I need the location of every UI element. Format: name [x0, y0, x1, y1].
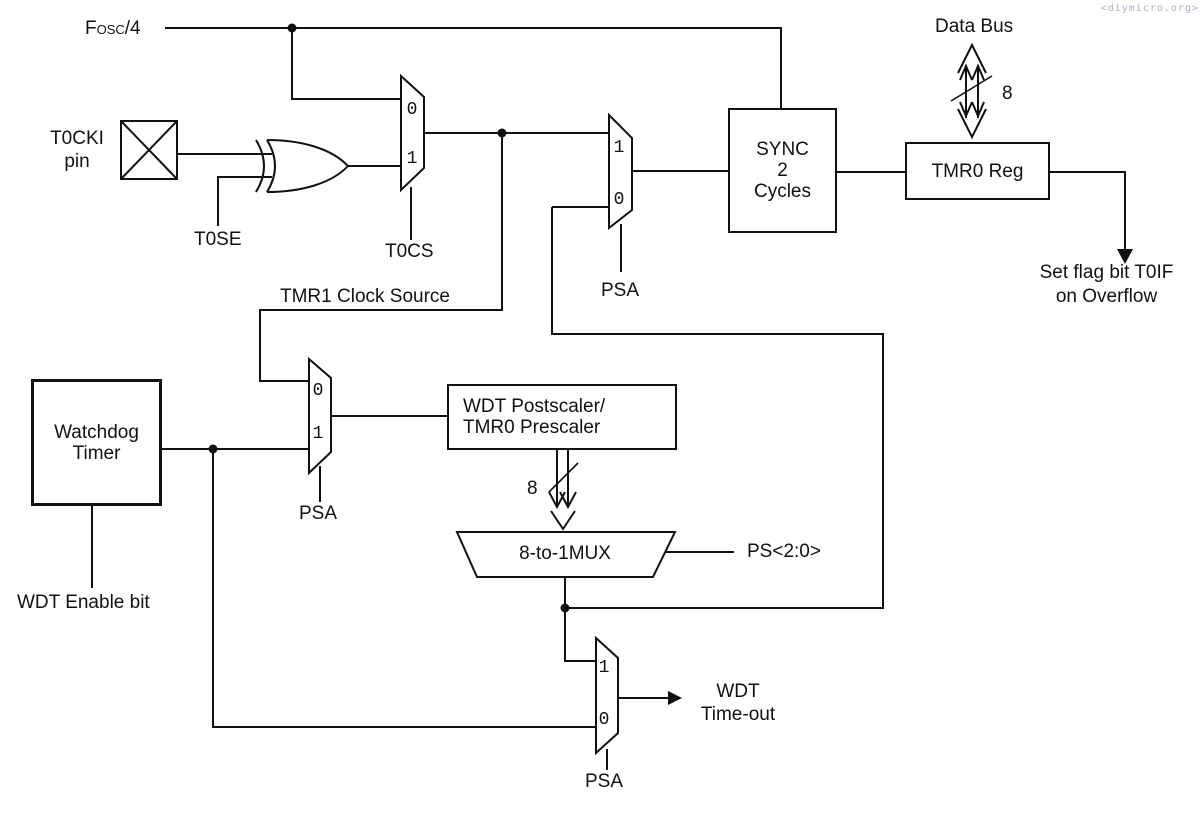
wdt-timeout-label-line1: WDT	[716, 681, 760, 702]
psa-timeout-label: PSA	[585, 771, 624, 792]
watchdog-timer-box: Watchdog Timer	[31, 379, 162, 506]
postscaler-box-line1: WDT Postscaler/	[463, 396, 606, 417]
fosc-label: Fosc/4	[85, 18, 141, 39]
psa-prescale-mux-shape	[552, 112, 728, 272]
t0cki-pin-label-line1: T0CKI	[50, 128, 104, 149]
wdt-enable-bit-label: WDT Enable bit	[17, 592, 150, 613]
arrowhead	[1117, 249, 1133, 264]
t0cs-mux-shape	[400, 73, 609, 240]
set-flag-label: Set flag bit T0IF on Overflow	[1024, 261, 1189, 309]
t0cki-pin-label: T0CKI pin	[27, 127, 127, 173]
junction-dot	[560, 603, 570, 613]
t0cs-mux-input-1: 1	[406, 149, 418, 169]
psa-prescale-mux-input-1: 1	[613, 138, 625, 158]
data-bus-arrow	[950, 42, 993, 140]
watchdog-box-line1: Watchdog	[54, 421, 139, 443]
set-flag-label-line1: Set flag bit T0IF	[1039, 262, 1174, 283]
ps-bits-label: PS<2:0>	[747, 541, 821, 562]
psa-prescale-label: PSA	[601, 280, 640, 301]
prescaler-bus-width-label: 8	[527, 478, 538, 499]
tmr0-reg-box: TMR0 Reg	[905, 142, 1050, 200]
psa-timeout-mux-shape	[595, 635, 682, 770]
t0cs-mux-input-0: 0	[406, 100, 418, 120]
t0cki-pin-label-line2: pin	[64, 151, 90, 172]
wdt-timeout-label: WDT Time-out	[689, 680, 787, 726]
mux-8to1-label: 8-to-1MUX	[519, 543, 611, 564]
psa-timeout-mux-input-0: 0	[598, 710, 610, 730]
psa-wdt-mux-input-0: 0	[312, 381, 324, 401]
psa-timeout-mux-input-1: 1	[598, 658, 610, 678]
psa-prescale-mux-input-0: 0	[613, 190, 625, 210]
mux-8to1-shape	[455, 531, 734, 662]
prescaler-feedback-wire	[551, 207, 884, 609]
sync-box-line1: SYNC	[756, 139, 809, 160]
sync-box: SYNC 2 Cycles	[728, 108, 837, 233]
xor-gate	[177, 139, 401, 226]
data-bus-width-label: 8	[1002, 83, 1013, 104]
set-flag-label-line2: on Overflow	[1055, 286, 1158, 307]
t0se-label: T0SE	[194, 229, 242, 250]
data-bus-label: Data Bus	[935, 16, 1014, 37]
tmr1-clock-wire	[259, 133, 503, 382]
watchdog-box-line2: Timer	[72, 442, 121, 464]
prescaler-bus-arrow	[548, 450, 579, 531]
psa-wdt-mux-input-1: 1	[312, 424, 324, 444]
tmr1-clock-source-label: TMR1 Clock Source	[280, 286, 450, 307]
t0cki-pin-symbol	[120, 120, 178, 180]
arrowhead	[668, 691, 682, 705]
sync-box-line2: 2	[777, 160, 788, 181]
psa-wdt-label: PSA	[299, 503, 338, 524]
fosc-wire	[165, 23, 782, 108]
wdt-postscaler-box: WDT Postscaler/ TMR0 Prescaler	[447, 384, 677, 450]
watchdog-wires	[91, 444, 596, 728]
tmr0-reg-label: TMR0 Reg	[931, 160, 1024, 182]
sync-box-line3: Cycles	[753, 181, 811, 202]
postscaler-box-line2: TMR0 Prescaler	[463, 417, 601, 438]
wdt-timeout-label-line2: Time-out	[700, 704, 776, 725]
watermark: <diymicro.org>	[1100, 3, 1199, 14]
t0cs-label: T0CS	[385, 241, 434, 262]
psa-wdt-mux-shape	[308, 356, 447, 502]
set-flag-wire	[1050, 171, 1133, 264]
